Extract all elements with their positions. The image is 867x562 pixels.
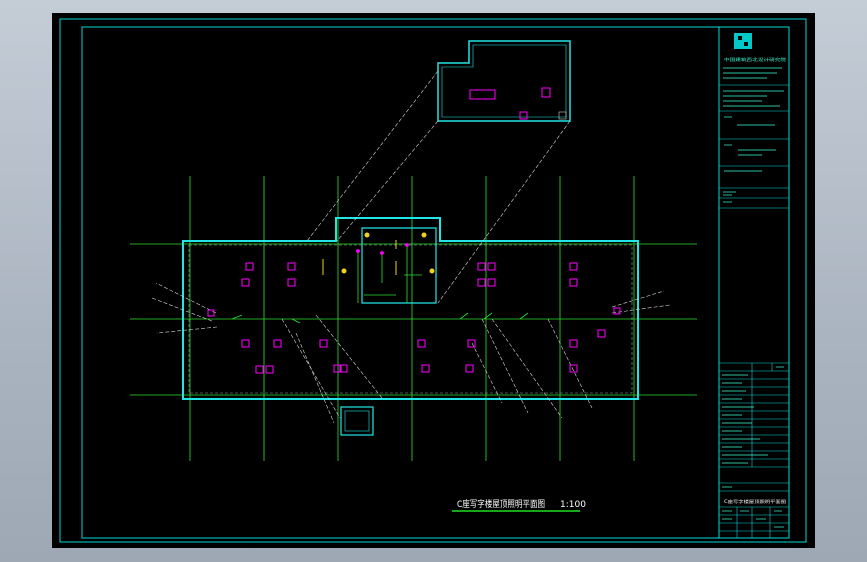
core-wiring xyxy=(322,232,435,275)
light-fixture xyxy=(477,278,486,287)
core-switches xyxy=(356,243,422,303)
title-block xyxy=(719,84,789,538)
light-fixture xyxy=(569,339,578,348)
light-fixture xyxy=(245,262,254,271)
light-fixture xyxy=(465,364,474,373)
outer-frame xyxy=(59,18,807,543)
light-fixture xyxy=(273,339,282,348)
title-block-drawing-title: C座写字楼屋顶照明平面图 xyxy=(724,498,786,504)
light-fixture xyxy=(569,262,578,271)
light-fixtures xyxy=(207,262,621,374)
light-fixture xyxy=(339,364,348,373)
drawing-sheet: 中国建筑西北设计研究院 C座写字楼屋顶照明平面图 xyxy=(59,18,807,543)
light-fixture xyxy=(613,307,621,315)
light-fixture xyxy=(333,364,342,373)
grid-axes xyxy=(130,176,697,461)
light-fixture xyxy=(241,278,250,287)
light-fixture xyxy=(287,262,296,271)
light-fixture xyxy=(569,278,578,287)
cad-viewport[interactable]: 中国建筑西北设计研究院 C座写字楼屋顶照明平面图 xyxy=(52,13,815,548)
inner-frame xyxy=(81,26,790,539)
title-block-notes xyxy=(722,67,784,528)
wall-fixtures xyxy=(231,312,529,324)
light-fixture xyxy=(597,329,606,338)
light-fixture xyxy=(207,309,215,317)
light-fixture xyxy=(241,339,250,348)
light-fixture xyxy=(255,365,264,374)
light-fixture xyxy=(287,278,296,287)
roof-hatch xyxy=(340,406,374,436)
light-fixture xyxy=(569,364,578,373)
light-fixture xyxy=(487,262,496,271)
building-outline xyxy=(182,217,639,436)
light-fixture xyxy=(421,364,430,373)
light-fixture xyxy=(265,365,274,374)
penthouse-detail xyxy=(437,40,571,122)
company-logo-icon xyxy=(734,33,752,49)
light-fixture xyxy=(487,278,496,287)
company-name: 中国建筑西北设计研究院 xyxy=(724,56,786,62)
light-fixture xyxy=(417,339,426,348)
drawing-title: C座写字楼屋顶照明平面图 xyxy=(457,498,545,510)
light-fixture xyxy=(477,262,486,271)
light-fixture xyxy=(467,339,476,348)
detail-leaders xyxy=(151,70,671,424)
drawing-scale: 1:100 xyxy=(560,500,586,510)
light-fixture xyxy=(319,339,328,348)
